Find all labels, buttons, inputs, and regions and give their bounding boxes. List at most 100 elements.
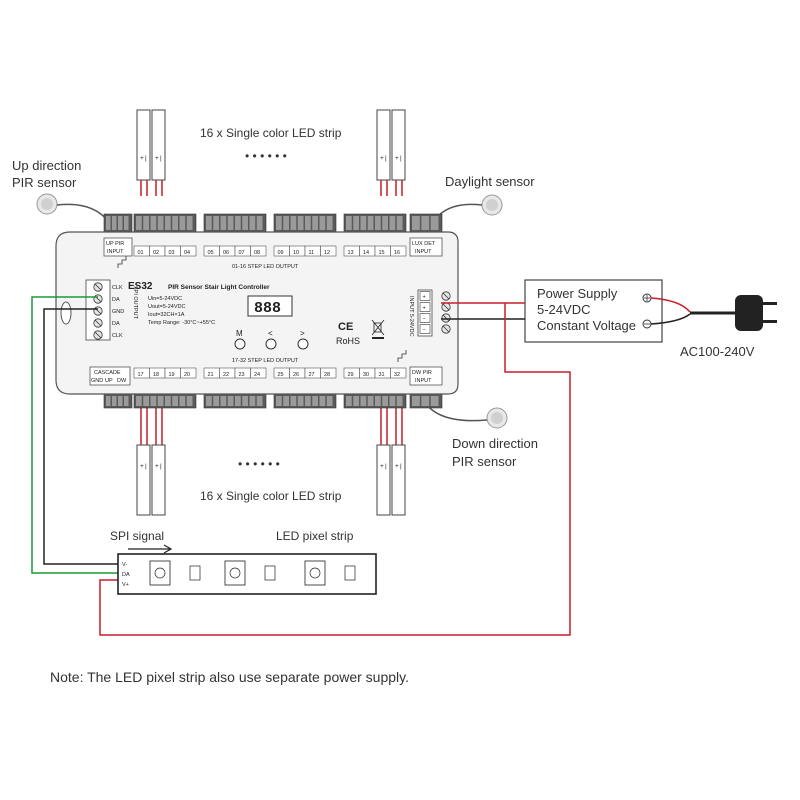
bottom-screw xyxy=(360,396,367,406)
top-screw xyxy=(186,216,193,230)
bottom-channel-number: 31 xyxy=(379,372,385,378)
top-screw xyxy=(136,216,142,230)
bottom-screw xyxy=(319,396,326,406)
top-channel-number: 03 xyxy=(169,250,175,256)
bottom-output-label: 17-32 STEP LED OUTPUT xyxy=(232,358,299,364)
spi-terminal-label: DA xyxy=(112,321,120,327)
top-channel-number: 15 xyxy=(379,250,385,256)
top-screw xyxy=(367,216,374,230)
top-screw xyxy=(312,216,318,230)
power-sign-box xyxy=(419,313,431,323)
top-led-strip-right: +| +| xyxy=(376,109,406,196)
top-dots: • • • • • • xyxy=(245,149,287,163)
down-pir-label-2: PIR sensor xyxy=(452,454,517,469)
pixel-led-dot xyxy=(229,567,241,579)
button-left[interactable] xyxy=(265,338,277,350)
bottom-screw xyxy=(157,396,164,406)
bottom-screw xyxy=(118,396,123,406)
svg-text:+: + xyxy=(395,463,399,470)
bottom-screw xyxy=(353,396,359,406)
top-screw xyxy=(346,216,352,230)
cascade-gnd: GND xyxy=(91,378,103,384)
power-input-terminals: ++−− xyxy=(419,291,451,334)
power-sign: + xyxy=(423,306,426,312)
button-m[interactable] xyxy=(234,338,246,350)
top-led-strip-left: +| +| xyxy=(136,109,166,196)
power-supply: Power Supply 5-24VDC Constant Voltage xyxy=(524,279,663,343)
power-supply-line2: 5-24VDC xyxy=(537,302,590,317)
pixel-led-chip xyxy=(304,560,326,586)
up-pir-label-2: PIR sensor xyxy=(12,175,77,190)
pixel-led-dot xyxy=(154,567,166,579)
pixel-pin-vminus: V- xyxy=(122,562,127,568)
top-channel-number: 12 xyxy=(324,250,330,256)
bottom-channel-number: 30 xyxy=(363,372,369,378)
top-channel-number: 11 xyxy=(309,250,315,256)
bottom-screw xyxy=(375,396,381,406)
note-text: Note: The LED pixel strip also use separ… xyxy=(50,669,409,685)
top-screw xyxy=(290,216,297,230)
button-right[interactable] xyxy=(297,338,309,350)
segment-display xyxy=(247,295,293,317)
display-digits: 888 xyxy=(254,300,281,317)
top-screw xyxy=(150,216,157,230)
top-cell xyxy=(180,245,197,257)
svg-text:|: | xyxy=(145,463,147,470)
spi-terminal-label: DA xyxy=(112,297,120,303)
stairs-icon-down xyxy=(397,350,407,362)
top-screw xyxy=(319,216,326,230)
down-pir-label-1: Down direction xyxy=(452,436,538,451)
top-screw xyxy=(283,216,289,230)
bottom-channel-number: 27 xyxy=(309,372,315,378)
bottom-screw xyxy=(242,396,248,406)
pixel-led-chip xyxy=(224,560,246,586)
bottom-screw xyxy=(297,396,304,406)
bottom-screw xyxy=(150,396,157,406)
stairs-icon-up xyxy=(117,256,127,268)
spi-signal-label: SPI signal xyxy=(110,529,164,543)
top-screw xyxy=(227,216,234,230)
top-screw xyxy=(249,216,256,230)
top-screw xyxy=(220,216,227,230)
rohs-mark: RoHS xyxy=(336,336,360,346)
controller: UP PIR INPUT LUX DET INPUT DW PIR INPUT … xyxy=(55,213,459,409)
top-channel-number: 02 xyxy=(153,250,159,256)
power-sign: + xyxy=(423,295,426,301)
pixel-strip-label: LED pixel strip xyxy=(276,529,354,543)
bottom-terminal-blocks xyxy=(103,393,443,409)
bottom-screw xyxy=(179,396,186,406)
top-channel-number: 13 xyxy=(348,250,354,256)
bottom-screw xyxy=(412,396,420,406)
lux-det-label: LUX DET xyxy=(412,241,436,247)
top-channel-number: 16 xyxy=(394,250,400,256)
top-cell xyxy=(390,245,407,257)
svg-text:+: + xyxy=(395,155,399,162)
svg-text:|: | xyxy=(160,155,162,162)
pixel-led-dot xyxy=(309,567,321,579)
bottom-channel-number: 28 xyxy=(324,372,330,378)
svg-text:|: | xyxy=(145,155,147,162)
pixel-resistor xyxy=(344,565,356,581)
top-cell xyxy=(250,245,267,257)
spi-terminal-label: GND xyxy=(112,309,124,315)
pixel-led-chip xyxy=(149,560,171,586)
bottom-screw xyxy=(206,396,212,406)
bottom-cell xyxy=(180,367,197,379)
bottom-screw xyxy=(143,396,149,406)
pixel-pin-da: DA xyxy=(122,572,130,578)
top-screw xyxy=(326,216,333,230)
bottom-screw xyxy=(283,396,289,406)
spec-uout: Uout=5-24VDC xyxy=(148,304,185,310)
cascade-up: UP xyxy=(105,378,113,384)
up-pir-label-1: Up direction xyxy=(12,158,81,173)
ac-label: AC100-240V xyxy=(680,344,755,359)
top-screw xyxy=(143,216,149,230)
bottom-screw xyxy=(172,396,178,406)
bottom-screw xyxy=(136,396,142,406)
spi-arrow-icon xyxy=(128,544,173,554)
top-channel-number: 06 xyxy=(223,250,229,256)
bottom-screw xyxy=(367,396,374,406)
bottom-channel-number: 20 xyxy=(184,372,190,378)
top-screw xyxy=(412,216,420,230)
